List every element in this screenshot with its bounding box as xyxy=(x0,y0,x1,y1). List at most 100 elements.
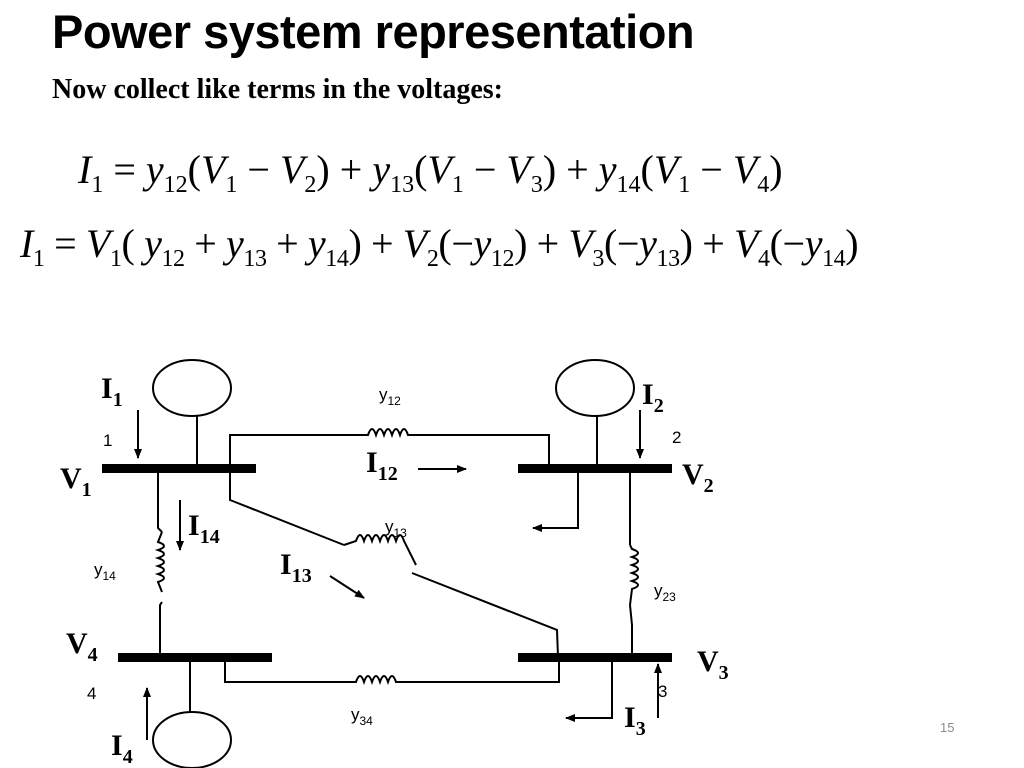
eq2-op: + xyxy=(184,221,226,266)
admittance-label-y13: y13 xyxy=(385,517,407,540)
eq1-term: V xyxy=(732,147,758,192)
current-label-i2: I2 xyxy=(642,378,664,417)
voltage-label-v3: V3 xyxy=(697,645,729,684)
equation-1: I1 = y12(V1 − V2) + y13(V1 − V3) + y14(V… xyxy=(78,146,783,197)
eq1-op: ) + xyxy=(542,147,599,192)
eq1-sub: 1 xyxy=(678,172,691,198)
branch-current-label-i14: I14 xyxy=(188,509,220,548)
eq2-term: I xyxy=(20,221,33,266)
admittance-label-y23: y23 xyxy=(654,581,676,604)
eq1-sub: 4 xyxy=(757,172,770,198)
line-14-bottom xyxy=(159,601,163,657)
voltage-label-v2: V2 xyxy=(682,458,714,497)
eq1-sub: 13 xyxy=(390,172,415,198)
current-arrow-bus2-out xyxy=(532,468,579,532)
line-13-right xyxy=(411,572,559,658)
eq1-term: V xyxy=(653,147,679,192)
eq2-sub: 4 xyxy=(758,246,770,272)
voltage-label-v1: V1 xyxy=(60,462,92,501)
eq2-term: y xyxy=(473,221,492,266)
slide-subtitle: Now collect like terms in the voltages: xyxy=(52,74,503,105)
eq2-sub: 13 xyxy=(243,246,267,272)
eq1-term: V xyxy=(427,147,452,192)
eq1-op: ( xyxy=(640,147,654,192)
eq2-op: (− xyxy=(438,221,474,266)
line-34 xyxy=(224,657,342,683)
eq2-sub: 12 xyxy=(490,246,515,272)
line-13-left xyxy=(229,468,345,546)
eq1-op: ) + xyxy=(316,147,373,192)
eq2-term: y xyxy=(226,221,244,266)
eq2-op: (− xyxy=(604,221,640,266)
eq2-term: y xyxy=(144,221,162,266)
inductor-y13 xyxy=(343,534,417,566)
eq1-op: ) xyxy=(769,147,783,192)
equation-2: I1 = V1( y12 + y13 + y14) + V2(−y12) + V… xyxy=(20,220,859,271)
eq2-sub: 14 xyxy=(325,246,349,272)
eq2-term: y xyxy=(639,221,657,266)
eq2-sub: 12 xyxy=(161,246,185,272)
eq1-op: − xyxy=(690,147,733,192)
current-label-i3: I3 xyxy=(624,701,646,740)
current-arrow-i13 xyxy=(329,575,365,599)
line-14-top xyxy=(157,468,163,533)
generator-1 xyxy=(152,359,232,417)
line-12-right xyxy=(430,434,550,468)
eq1-sub: 12 xyxy=(163,172,188,198)
eq2-term: V xyxy=(402,221,427,266)
eq1-op: ( xyxy=(414,147,428,192)
eq2-sub: 13 xyxy=(656,246,680,272)
eq1-sub: 3 xyxy=(530,172,543,198)
current-label-i1: I1 xyxy=(101,372,123,411)
line-34-right xyxy=(416,657,560,683)
eq1-term: V xyxy=(279,147,305,192)
eq2-op: ( xyxy=(121,221,145,266)
eq2-term: V xyxy=(85,221,110,266)
eq2-op: ) xyxy=(845,221,859,266)
inductor-y12 xyxy=(354,428,430,439)
voltage-label-v4: V4 xyxy=(66,627,98,666)
bus-number-1: 1 xyxy=(103,431,112,450)
bus-4 xyxy=(118,653,272,662)
eq2-op: (− xyxy=(769,221,805,266)
eq2-op: ) + xyxy=(679,221,734,266)
eq1-op: = xyxy=(103,147,146,192)
eq2-sub: 1 xyxy=(109,246,122,272)
eq1-term: V xyxy=(200,147,226,192)
bus-number-3: 3 xyxy=(658,682,667,701)
eq1-term: y xyxy=(372,147,391,192)
eq2-op: + xyxy=(266,221,308,266)
admittance-label-y12: y12 xyxy=(379,385,401,408)
eq1-term: y xyxy=(598,147,617,192)
eq2-op: ) + xyxy=(348,221,403,266)
eq1-op: − xyxy=(237,147,280,192)
branch-current-label-i13: I13 xyxy=(280,548,312,587)
inductor-y23 xyxy=(628,544,639,606)
eq1-op: ( xyxy=(187,147,201,192)
bus-number-2: 2 xyxy=(672,428,681,447)
eq2-sub: 14 xyxy=(822,246,846,272)
branch-current-label-i12: I12 xyxy=(366,446,398,485)
admittance-label-y14: y14 xyxy=(94,560,116,583)
line-12 xyxy=(229,434,354,468)
eq2-sub: 1 xyxy=(32,246,45,272)
admittance-label-y34: y34 xyxy=(351,705,373,728)
slide-number: 15 xyxy=(940,720,955,735)
eq2-term: V xyxy=(568,221,593,266)
power-network-diagram: I1 1 V1 I2 2 V2 V3 3 I3 V4 4 I4 y12 y13 … xyxy=(60,359,729,768)
eq1-sub: 2 xyxy=(304,172,317,198)
eq2-sub: 3 xyxy=(592,246,605,272)
inductor-y34 xyxy=(342,675,418,686)
eq1-sub: 1 xyxy=(225,172,238,198)
eq1-sub: 1 xyxy=(91,172,104,198)
eq1-op: − xyxy=(463,147,507,192)
eq2-op: = xyxy=(44,221,86,266)
line-23-bottom xyxy=(629,604,633,657)
bus-3 xyxy=(518,653,672,662)
eq1-term: I xyxy=(78,147,92,192)
inductor-y14 xyxy=(154,531,165,593)
current-label-i4: I4 xyxy=(111,729,133,768)
eq1-sub: 1 xyxy=(451,172,464,198)
eq2-sub: 2 xyxy=(426,246,439,272)
generator-2 xyxy=(555,359,635,417)
